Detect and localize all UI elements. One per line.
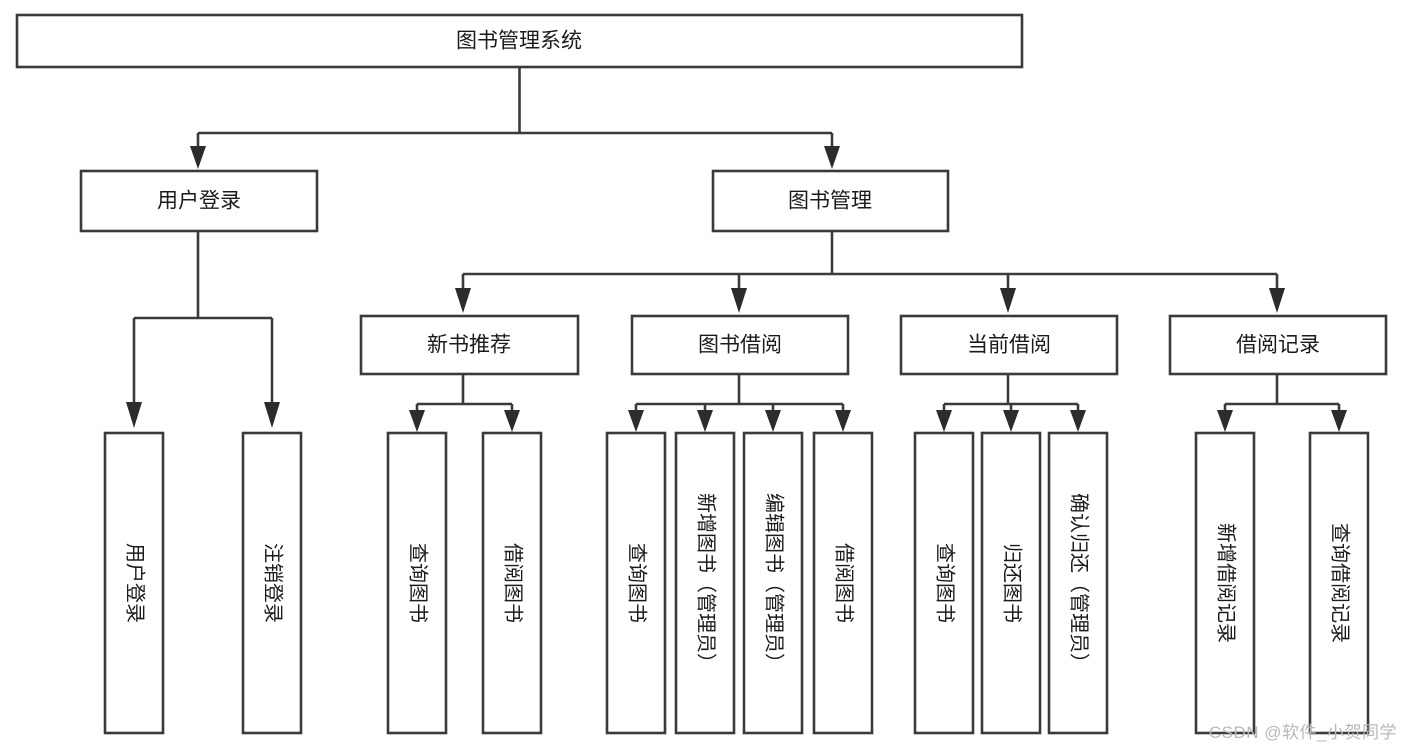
- node-leaf-logout-login[interactable]: 注销登录: [241, 431, 303, 735]
- node-leaf-logout-login-box[interactable]: [241, 431, 303, 735]
- node-leaf-user-login-label: 用户登录: [124, 543, 147, 623]
- arrowhead-leaf-add-book: [697, 410, 713, 432]
- connectors-new-book-recommend-to-leaves: [409, 374, 520, 432]
- arrowhead-leaf-query-book-3: [936, 410, 952, 432]
- arrowhead-current-borrow: [1000, 288, 1016, 313]
- node-book-management-box[interactable]: [711, 169, 950, 233]
- node-leaf-edit-book-label: 编辑图书（管理员）: [763, 493, 786, 673]
- arrowhead-leaf-return-book: [1003, 410, 1019, 432]
- node-leaf-borrow-book-2-box[interactable]: [812, 431, 874, 735]
- connectors-borrow-record-to-leaves: [1217, 374, 1347, 432]
- node-leaf-query-record[interactable]: 查询借阅记录: [1308, 431, 1370, 735]
- node-leaf-borrow-book-1-label: 借阅图书: [502, 543, 525, 623]
- arrowhead-new-book-recommend: [455, 288, 471, 313]
- node-borrow-record-label: 借阅记录: [1236, 334, 1320, 357]
- arrowhead-leaf-borrow-book-2: [835, 410, 851, 432]
- node-leaf-edit-book[interactable]: 编辑图书（管理员）: [742, 431, 804, 735]
- arrowhead-leaf-query-record: [1331, 410, 1347, 432]
- node-book-borrow-box[interactable]: [630, 314, 850, 376]
- arrowhead-leaf-edit-book: [765, 410, 781, 432]
- node-leaf-borrow-book-2[interactable]: 借阅图书: [812, 431, 874, 735]
- node-current-borrow-box[interactable]: [899, 314, 1119, 376]
- node-leaf-add-book-box[interactable]: [674, 431, 736, 735]
- node-leaf-query-book-1[interactable]: 查询图书: [386, 431, 448, 735]
- arrowhead-book-borrow: [731, 288, 747, 313]
- node-leaf-query-record-box[interactable]: [1308, 431, 1370, 735]
- node-leaf-query-book-2[interactable]: 查询图书: [605, 431, 667, 735]
- node-book-borrow[interactable]: 图书借阅: [630, 314, 850, 376]
- node-leaf-add-book-label: 新增图书（管理员）: [695, 493, 718, 673]
- node-leaf-confirm-return-box[interactable]: [1047, 431, 1109, 735]
- node-current-borrow-label: 当前借阅: [967, 334, 1051, 357]
- arrowhead-user-login: [190, 146, 206, 169]
- node-leaf-edit-book-box[interactable]: [742, 431, 804, 735]
- node-new-book-recommend-box[interactable]: [359, 314, 580, 376]
- node-leaf-confirm-return-label: 确认归还（管理员）: [1068, 493, 1091, 673]
- node-leaf-logout-login-label: 注销登录: [262, 543, 285, 623]
- node-book-management[interactable]: 图书管理: [711, 169, 950, 233]
- node-leaf-borrow-book-1-box[interactable]: [481, 431, 543, 735]
- node-leaf-user-login[interactable]: 用户登录: [103, 431, 165, 735]
- node-leaf-add-record-box[interactable]: [1194, 431, 1256, 735]
- node-new-book-recommend[interactable]: 新书推荐: [359, 314, 580, 376]
- node-new-book-recommend-label: 新书推荐: [427, 334, 511, 357]
- arrowhead-leaf-query-book-1: [409, 410, 425, 432]
- node-leaf-add-book[interactable]: 新增图书（管理员）: [674, 431, 736, 735]
- arrowhead-leaf-add-record: [1217, 410, 1233, 432]
- node-leaf-add-record-label: 新增借阅记录: [1215, 523, 1238, 643]
- connectors-root-to-level2: [190, 67, 840, 169]
- node-leaf-return-book-label: 归还图书: [1001, 543, 1024, 623]
- node-user-login-box[interactable]: [79, 169, 319, 233]
- node-leaf-query-book-1-box[interactable]: [386, 431, 448, 735]
- node-book-borrow-label: 图书借阅: [698, 334, 782, 357]
- connectors-current-borrow-to-leaves: [936, 374, 1086, 432]
- node-leaf-query-book-2-box[interactable]: [605, 431, 667, 735]
- node-leaf-query-book-3-label: 查询图书: [934, 543, 957, 623]
- node-leaf-query-record-label: 查询借阅记录: [1329, 523, 1352, 643]
- node-leaf-return-book[interactable]: 归还图书: [980, 431, 1042, 735]
- arrowhead-leaf-borrow-book-1: [504, 410, 520, 432]
- node-root[interactable]: 图书管理系统: [15, 13, 1024, 69]
- node-leaf-query-book-2-label: 查询图书: [626, 543, 649, 623]
- arrowhead-book-management: [824, 146, 840, 169]
- node-leaf-query-book-3[interactable]: 查询图书: [913, 431, 975, 735]
- node-root-box[interactable]: [15, 13, 1024, 69]
- node-leaf-return-book-box[interactable]: [980, 431, 1042, 735]
- node-root-label: 图书管理系统: [456, 30, 582, 53]
- node-leaf-borrow-book-2-label: 借阅图书: [833, 543, 856, 623]
- node-book-management-label: 图书管理: [788, 190, 872, 213]
- connectors-book-borrow-to-leaves: [628, 374, 851, 432]
- node-leaf-query-book-3-box[interactable]: [913, 431, 975, 735]
- connectors-user-login-to-leaves: [126, 232, 280, 428]
- node-borrow-record-box[interactable]: [1168, 314, 1388, 376]
- arrowhead-leaf-logout-login: [264, 402, 280, 428]
- arrowhead-leaf-user-login: [126, 402, 142, 428]
- node-leaf-user-login-box[interactable]: [103, 431, 165, 735]
- connectors-book-management-to-level3: [455, 232, 1285, 313]
- arrowhead-leaf-query-book-2: [628, 410, 644, 432]
- node-leaf-borrow-book-1[interactable]: 借阅图书: [481, 431, 543, 735]
- node-leaf-query-book-1-label: 查询图书: [407, 543, 430, 623]
- node-current-borrow[interactable]: 当前借阅: [899, 314, 1119, 376]
- node-user-login[interactable]: 用户登录: [79, 169, 319, 233]
- node-leaf-confirm-return[interactable]: 确认归还（管理员）: [1047, 431, 1109, 735]
- node-user-login-label: 用户登录: [157, 190, 241, 213]
- node-leaf-add-record[interactable]: 新增借阅记录: [1194, 431, 1256, 735]
- arrowhead-leaf-confirm-return: [1070, 410, 1086, 432]
- arrowhead-borrow-record: [1269, 288, 1285, 313]
- node-borrow-record[interactable]: 借阅记录: [1168, 314, 1388, 376]
